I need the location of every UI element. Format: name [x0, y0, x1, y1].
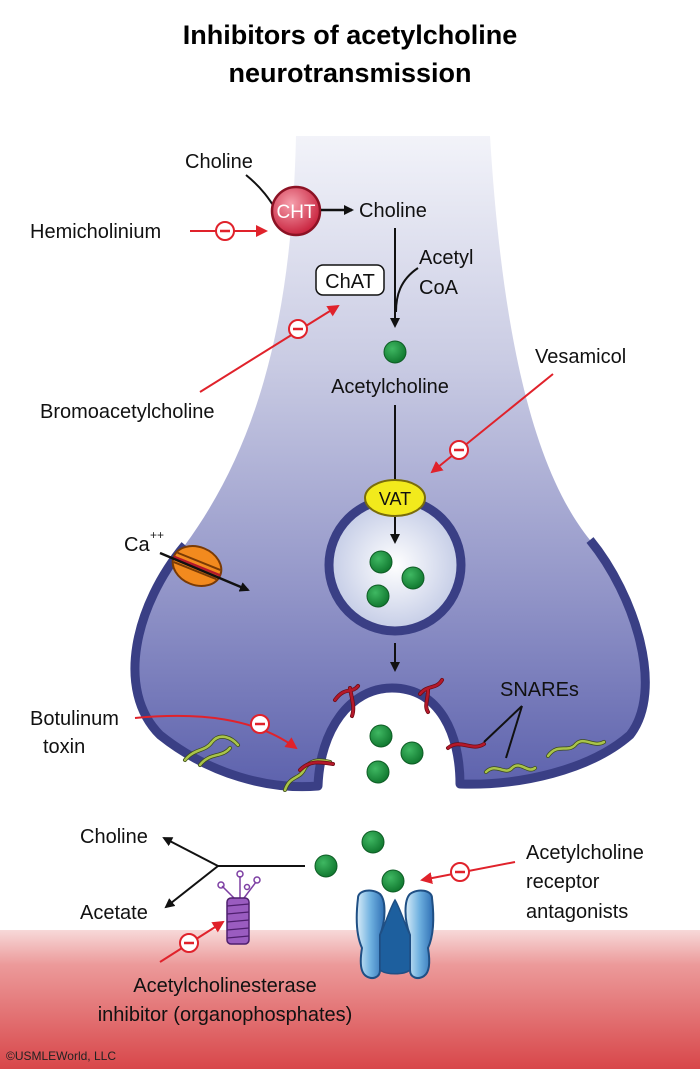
vat-label: VAT [379, 489, 411, 509]
choline-uptake-curve [245, 174, 277, 211]
calcium-channel [171, 545, 223, 587]
breakdown-to-choline-arrow [162, 837, 219, 867]
receptor-antagonists-line-2: receptor [526, 871, 600, 893]
botulinum-inhibit-arrow [134, 714, 298, 750]
copyright-notice: ©USMLEWorld, LLC [6, 1049, 116, 1063]
bromoacetylcholine-inhibit-arrow [199, 304, 340, 393]
ache-inhibitor-line-2: inhibitor (organophosphates) [98, 1004, 353, 1026]
ach-molecule-release-1 [369, 724, 393, 748]
ach-molecule-vesicle-3 [366, 584, 390, 608]
title-line-1: Inhibitors of acetylcholine [183, 20, 518, 50]
ache-inhibitor-line-1: Acetylcholinesterase [133, 975, 316, 997]
presynaptic-neuron [134, 136, 646, 787]
ach-molecule-cytosol [383, 340, 407, 364]
calcium-influx-arrow [159, 551, 250, 592]
acetyl-coa-curve [395, 267, 419, 313]
bromoacetylcholine-inhibit-icon [288, 319, 308, 339]
coa-label: CoA [419, 277, 459, 299]
acetylcholine-receptor [355, 889, 435, 979]
vat-transporter [364, 479, 426, 517]
ach-molecule-release-3 [366, 760, 390, 784]
ach-molecule-vesicle-2 [401, 566, 425, 590]
ach-molecule-receptor-bound [381, 869, 405, 893]
botulinum-label-line-2: toxin [43, 736, 85, 758]
ach-molecule-cleft-1 [361, 830, 385, 854]
snare-complex-left-outer [183, 734, 240, 767]
receptor-antagonist-inhibit-icon [450, 862, 470, 882]
vesamicol-inhibit-icon [449, 440, 469, 460]
botulinum-label-line-1: Botulinum [30, 708, 119, 730]
bromoacetylcholine-label: Bromoacetylcholine [40, 401, 215, 423]
ache-inhibit-icon [179, 933, 199, 953]
hemicholinium-label: Hemicholinium [30, 221, 161, 243]
receptor-antagonists-line-1: Acetylcholine [526, 842, 644, 864]
acetate-product-label: Acetate [80, 902, 148, 924]
snares-label: SNAREs [500, 679, 579, 701]
choline-product-label: Choline [80, 826, 148, 848]
vesamicol-label: Vesamicol [535, 346, 626, 368]
calcium-label: Ca [124, 534, 150, 556]
snare-complex-right-inner [446, 742, 537, 774]
ach-molecule-cleft-2 [314, 854, 338, 878]
terminal-outline [130, 537, 650, 792]
acetylcholinesterase-enzyme [217, 870, 261, 945]
chat-enzyme-box [315, 264, 385, 296]
cht-transporter [270, 185, 322, 237]
ach-molecule-vesicle-1 [369, 550, 393, 574]
acetylcholine-label: Acetylcholine [331, 376, 449, 398]
snare-complex-right-outer [546, 739, 606, 758]
choline-inside-label: Choline [359, 200, 427, 222]
receptor-antagonists-line-3: antagonists [526, 901, 628, 923]
chat-label: ChAT [325, 271, 375, 293]
snares-pointer-1 [483, 705, 523, 743]
vesicle-snares [333, 678, 444, 718]
botulinum-inhibit-icon [250, 714, 270, 734]
acetyl-label: Acetyl [419, 247, 473, 269]
ach-molecule-release-2 [400, 741, 424, 765]
calcium-charge-label: ++ [150, 528, 164, 542]
hemicholinium-inhibit-icon [215, 221, 235, 241]
postsynaptic-membrane [0, 930, 700, 1069]
cht-label: CHT [276, 202, 315, 223]
choline-outside-label: Choline [185, 151, 253, 173]
snare-complex-left-inner [283, 758, 335, 792]
title-line-2: neurotransmission [228, 58, 471, 88]
breakdown-to-acetate-arrow [164, 865, 219, 909]
snares-pointer-2 [505, 705, 523, 759]
